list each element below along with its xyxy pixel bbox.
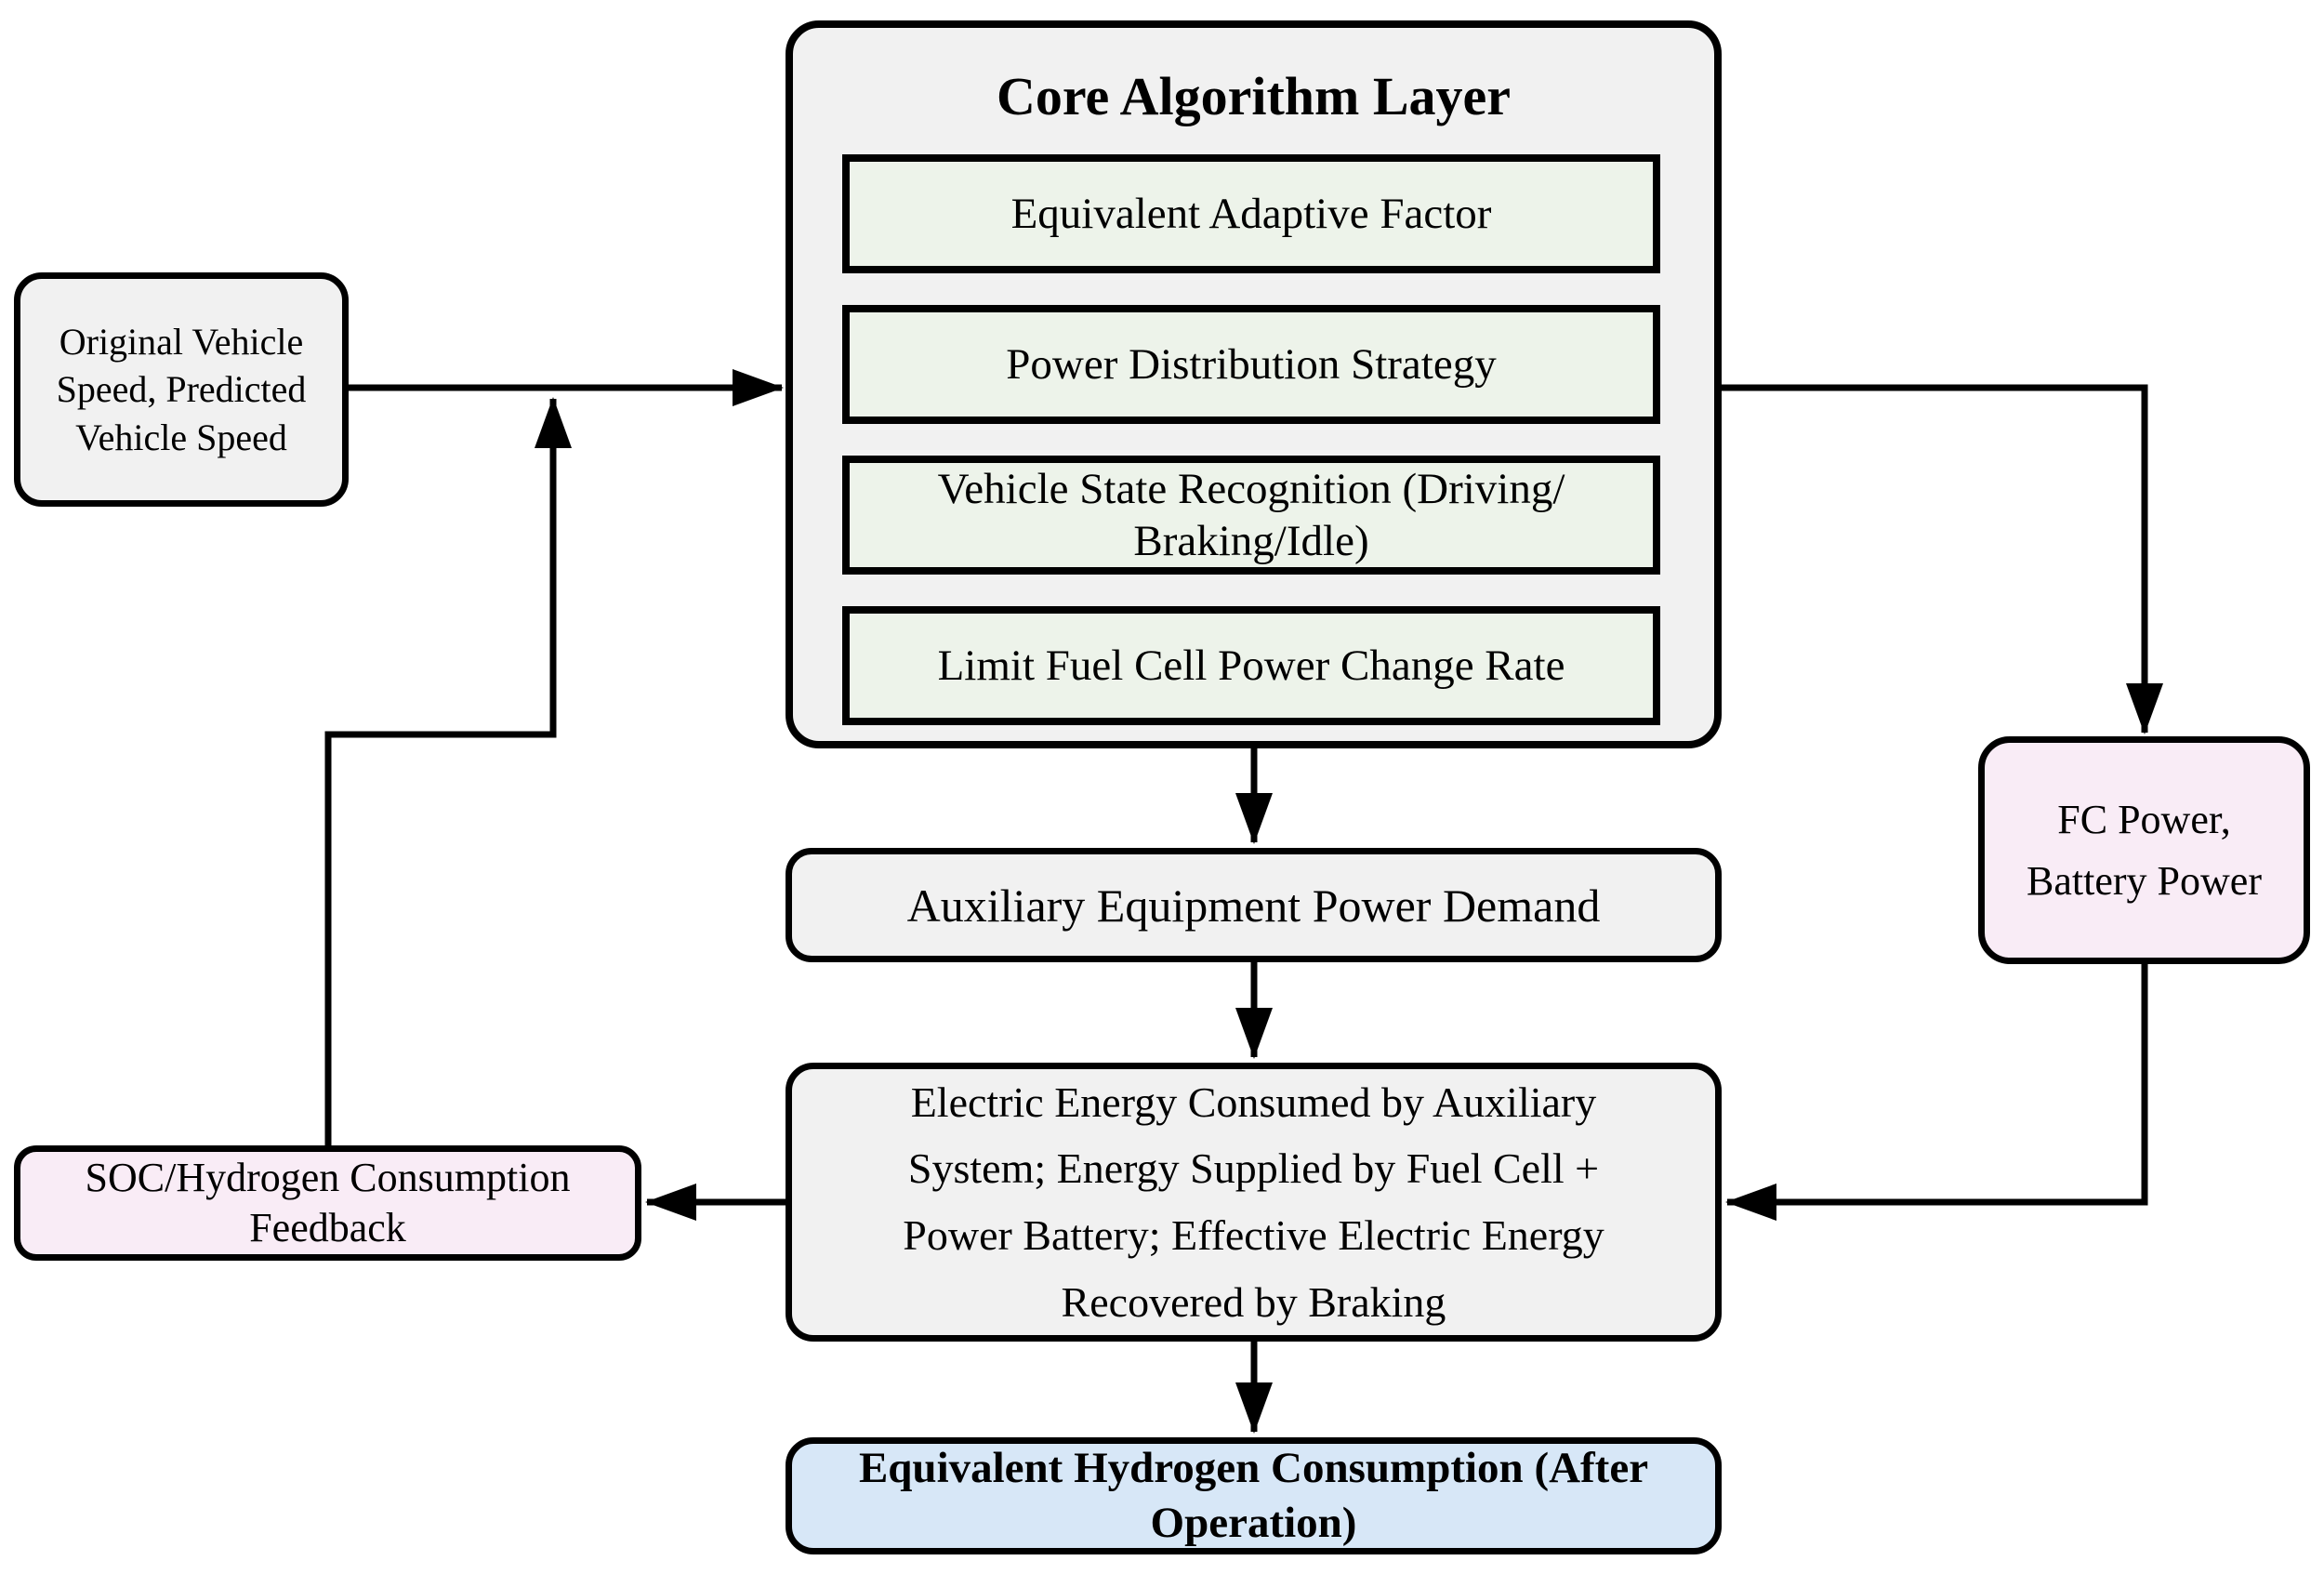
node-auxiliary-equipment-power-demand: Auxiliary Equipment Power Demand xyxy=(786,848,1722,962)
arrow-feedback-to-input-junction xyxy=(324,397,572,1145)
node-core-algorithm-layer: Core Algorithm Layer Equivalent Adaptive… xyxy=(786,20,1722,748)
node-energy-summary: Electric Energy Consumed by Auxiliary Sy… xyxy=(786,1063,1722,1342)
node-soc-hydrogen-consumption-feedback: SOC/Hydrogen Consumption Feedback xyxy=(14,1145,641,1261)
node-original-vehicle-speed: Original Vehicle Speed, Predicted Vehicl… xyxy=(14,272,349,507)
arrow-core-to-fc-power xyxy=(1722,384,2163,734)
core-item-equivalent-adaptive-factor: Equivalent Adaptive Factor xyxy=(842,154,1660,273)
core-item-power-distribution-strategy: Power Distribution Strategy xyxy=(842,305,1660,424)
core-item-limit-fuel-cell-power-change-rate: Limit Fuel Cell Power Change Rate xyxy=(842,606,1660,725)
node-fc-power-battery-power: FC Power, Battery Power xyxy=(1978,736,2310,964)
core-algorithm-layer-title: Core Algorithm Layer xyxy=(996,66,1512,126)
node-equivalent-hydrogen-consumption: Equivalent Hydrogen Consumption (After O… xyxy=(786,1437,1722,1554)
core-item-vehicle-state-recognition: Vehicle State Recognition (Driving/ Brak… xyxy=(842,456,1660,575)
arrow-fc-power-to-energy xyxy=(1725,964,2148,1221)
